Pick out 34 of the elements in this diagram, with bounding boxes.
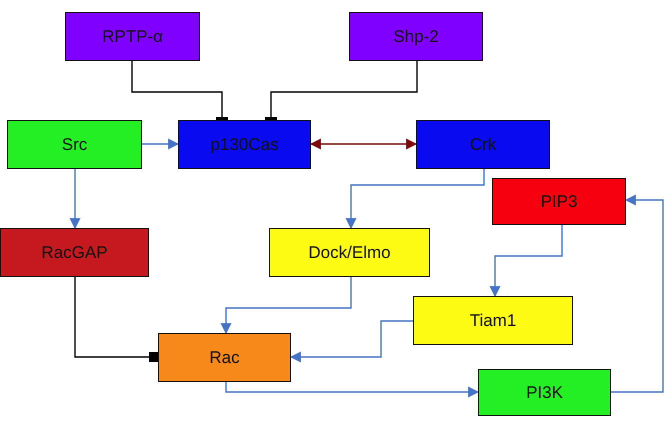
protein-box: [478, 369, 611, 416]
protein-label: RacGAP: [41, 242, 108, 262]
protein-box: [7, 120, 142, 169]
protein-label: Crk: [470, 134, 496, 154]
arrow: [220, 277, 352, 334]
arrow: [70, 169, 80, 230]
protein-label: Dock/Elmo: [308, 242, 391, 262]
inhibition-line: [265, 61, 418, 121]
arrow: [142, 138, 180, 150]
protein-box: [413, 296, 573, 345]
arrow: [346, 169, 485, 230]
protein-label: RPTP-α: [102, 26, 163, 46]
protein-box: [0, 228, 149, 277]
inhibition-line: [74, 277, 159, 362]
protein-box: [178, 120, 311, 169]
arrow: [490, 225, 563, 298]
protein-box: [158, 333, 291, 382]
arrow: [611, 194, 664, 393]
inhibition-line: [131, 61, 228, 121]
protein-label: Tiam1: [470, 310, 516, 330]
protein-label: PI3K: [526, 382, 563, 402]
protein-box: [65, 12, 200, 61]
protein-label: Rac: [209, 348, 240, 368]
arrow: [310, 138, 418, 150]
arrow: [225, 382, 480, 398]
protein-box: [269, 228, 430, 277]
arrow: [290, 320, 413, 362]
protein-label: Shp-2: [393, 26, 439, 46]
protein-box: [492, 178, 626, 225]
protein-box: [416, 120, 550, 169]
protein-box: [349, 12, 483, 61]
protein-label: Src: [62, 134, 88, 154]
protein-label: p130Cas: [210, 134, 279, 154]
protein-label: PIP3: [540, 192, 578, 212]
